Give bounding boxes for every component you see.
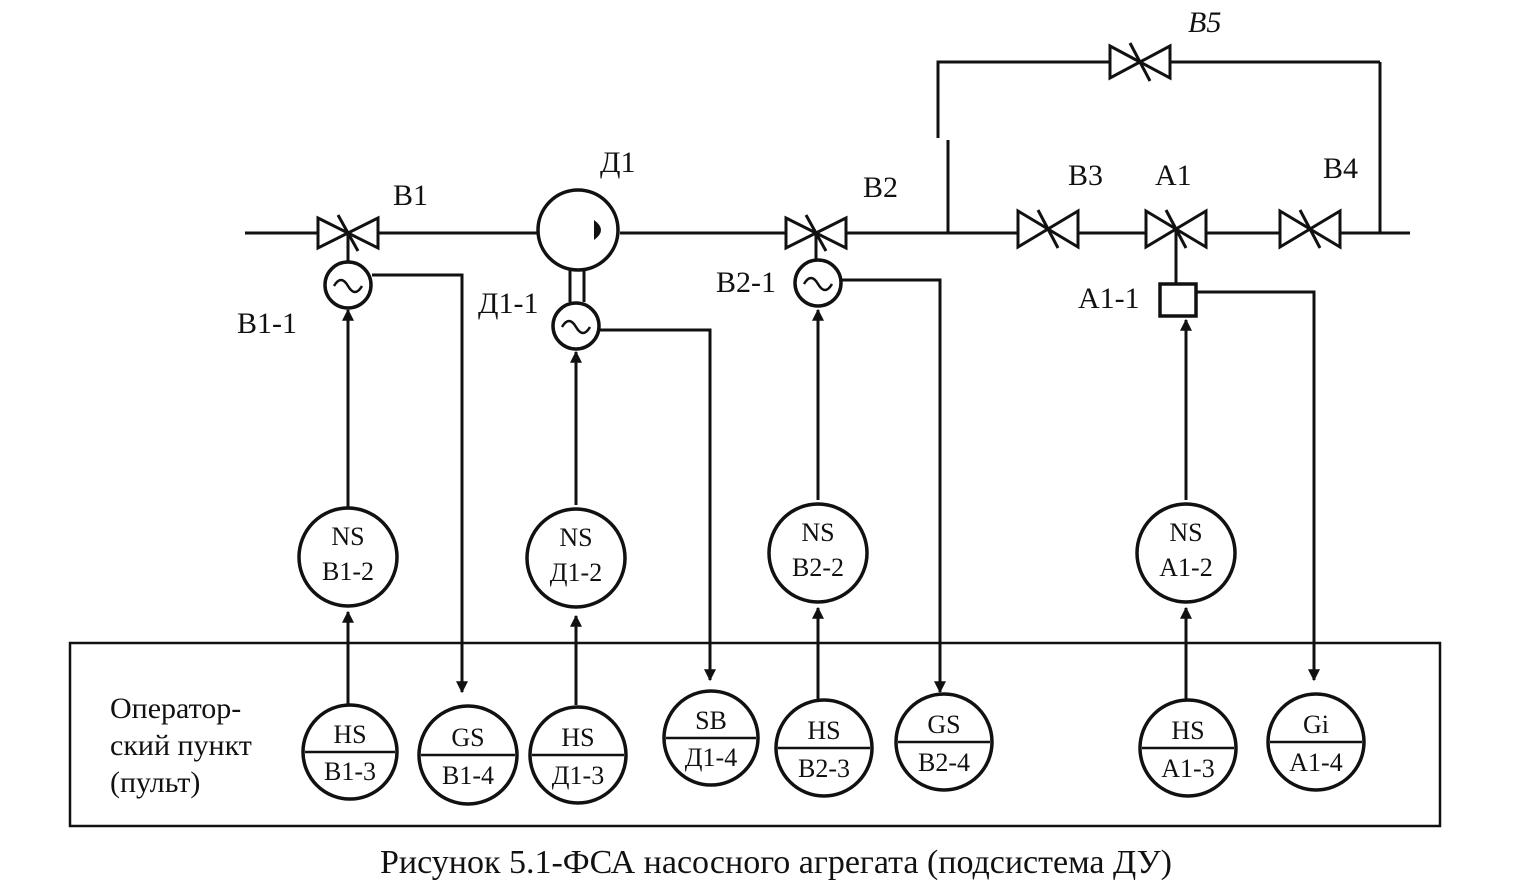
instrument-ns-b1-2: NS B1-2: [297, 506, 399, 608]
svg-text:NS: NS: [559, 523, 592, 552]
figure-caption: Рисунок 5.1-ФСА насосного агрегата (подс…: [380, 844, 1172, 881]
label-b3: B3: [1068, 159, 1103, 192]
label-a1-1: A1-1: [1078, 282, 1140, 315]
svg-text:HS: HS: [807, 716, 840, 745]
panel-instrument-gs-b2-4: GS B2-4: [894, 692, 994, 792]
panel-instrument-gs-b1-4: GS B1-4: [417, 704, 519, 806]
actuator-b1-1: [323, 260, 373, 310]
panel-instrument-sb-d1-4: SB Д1-4: [662, 689, 760, 787]
actuator-d1-1: [551, 301, 601, 351]
pump-d1: [536, 188, 620, 302]
label-b1: B1: [393, 179, 428, 212]
svg-text:B1-2: B1-2: [322, 557, 374, 586]
svg-text:Оператор-: Оператор-: [110, 692, 241, 725]
operator-panel-label: Оператор- ский пункт (пульт): [110, 692, 252, 799]
svg-text:NS: NS: [331, 522, 364, 551]
svg-text:SB: SB: [695, 706, 727, 735]
label-b2-1: B2-1: [716, 266, 776, 299]
svg-text:GS: GS: [451, 723, 484, 752]
actuator-b2-1: [793, 258, 843, 308]
panel-instrument-hs-d1-3: HS Д1-3: [528, 705, 628, 805]
svg-text:A1-4: A1-4: [1289, 748, 1342, 777]
valve-a1: [1144, 208, 1208, 285]
svg-text:(пульт): (пульт): [110, 766, 200, 799]
svg-text:Д1-4: Д1-4: [685, 743, 737, 772]
svg-text:B2-3: B2-3: [798, 754, 850, 783]
svg-text:ский пункт: ский пункт: [110, 729, 252, 762]
label-b1-1: B1-1: [237, 307, 297, 340]
instrument-ns-a1-2: NS A1-2: [1135, 502, 1237, 604]
label-d1: Д1: [600, 146, 635, 179]
valve-b3: [1016, 208, 1080, 250]
svg-text:A1-3: A1-3: [1161, 754, 1214, 783]
label-b5: B5: [1188, 6, 1221, 39]
svg-text:Д1-3: Д1-3: [552, 761, 604, 790]
valve-b1: [316, 214, 380, 265]
bypass-line: [936, 60, 1382, 233]
svg-text:NS: NS: [801, 518, 834, 547]
panel-instrument-gi-a1-4: Gi A1-4: [1266, 692, 1366, 792]
svg-text:HS: HS: [333, 720, 366, 749]
svg-text:B2-4: B2-4: [918, 748, 970, 777]
label-a1: A1: [1155, 159, 1192, 192]
svg-text:A1-2: A1-2: [1159, 553, 1212, 582]
svg-text:NS: NS: [1169, 518, 1202, 547]
operator-panel: [68, 641, 1442, 828]
svg-text:Gi: Gi: [1303, 710, 1329, 739]
valve-b2: [784, 214, 848, 262]
panel-instrument-hs-a1-3: HS A1-3: [1138, 698, 1238, 798]
actuator-a1-1: [1158, 282, 1198, 318]
label-d1-1: Д1-1: [478, 287, 538, 320]
svg-text:Д1-2: Д1-2: [550, 558, 602, 587]
instrument-ns-b2-2: NS B2-2: [767, 502, 869, 604]
instrument-ns-d1-2: NS Д1-2: [525, 507, 627, 609]
label-b4: B4: [1323, 152, 1358, 185]
signal-lines: [342, 273, 1320, 705]
label-b2: B2: [863, 171, 898, 204]
svg-text:B2-2: B2-2: [792, 553, 844, 582]
panel-instrument-hs-b1-3: HS B1-3: [301, 703, 399, 801]
panel-instrument-hs-b2-3: HS B2-3: [774, 698, 874, 798]
svg-text:GS: GS: [927, 710, 960, 739]
valve-b4: [1278, 208, 1342, 250]
svg-text:B1-4: B1-4: [442, 761, 494, 790]
svg-text:HS: HS: [1171, 716, 1204, 745]
valve-b5: [1108, 42, 1172, 82]
svg-text:HS: HS: [561, 723, 594, 752]
svg-text:B1-3: B1-3: [324, 757, 376, 786]
